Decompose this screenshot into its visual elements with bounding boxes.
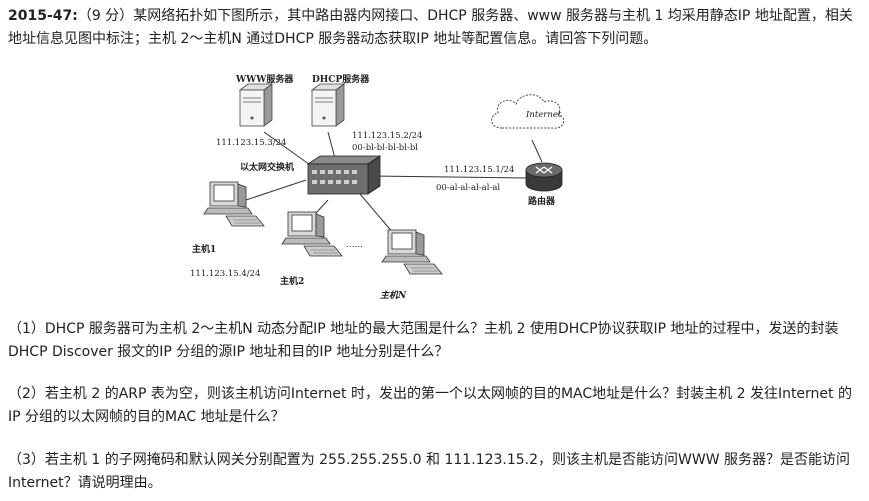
internet-cloud-icon (491, 94, 565, 129)
question-part-3: （3）若主机 1 的子网掩码和默认网关分别配置为 255.255.255.0 和… (8, 452, 850, 491)
link-switch-host1 (239, 179, 307, 203)
network-topology-diagram: WWW服务器 111.123.15.3/24 DHCP服务器 111.123.1… (190, 73, 565, 301)
host1-label: 主机1 (192, 243, 216, 255)
ethernet-switch-icon (306, 155, 382, 195)
router-mac: 00-al-al-al-al-al (436, 183, 500, 193)
dhcp-server-ip: 111.123.15.2/24 (352, 131, 422, 141)
question-intro: 2015-47:（9 分）某网络拓扑如下图所示，其中路由器内网接口、DHCP 服… (8, 5, 860, 51)
intro-text: （9 分）某网络拓扑如下图所示，其中路由器内网接口、DHCP 服务器、www 服… (8, 8, 853, 47)
hostn-pc-icon (381, 229, 443, 275)
link-switch-router (375, 175, 527, 179)
host2-pc-icon (281, 211, 343, 257)
question-part-2: （2）若主机 2 的ARP 表为空，则该主机访问Internet 时，发出的第一… (8, 386, 852, 425)
internet-label: Internet (525, 110, 562, 120)
host1-ip: 111.123.15.4/24 (190, 269, 260, 279)
router-ip: 111.123.15.1/24 (444, 165, 514, 175)
www-server-label: WWW服务器 (235, 73, 294, 85)
question-id: 2015-47: (8, 8, 78, 24)
dhcp-server-icon (311, 83, 345, 127)
router-icon (525, 162, 563, 192)
link-switch-hostn (359, 193, 395, 235)
question-part-1: （1）DHCP 服务器可为主机 2～主机N 动态分配IP 地址的最大范围是什么？… (8, 321, 839, 360)
switch-label: 以太网交换机 (240, 161, 294, 173)
router-label: 路由器 (528, 195, 556, 207)
www-server-icon (239, 83, 273, 127)
host1-pc-icon (203, 181, 265, 227)
link-router-internet (531, 139, 543, 163)
hosts-ellipsis: …… (346, 240, 363, 250)
www-server-ip: 111.123.15.3/24 (216, 138, 286, 148)
hostn-label: 主机N (380, 290, 407, 301)
dhcp-server-mac: 00-bl-bl-bl-bl-bl (352, 143, 418, 153)
dhcp-server-label: DHCP服务器 (312, 73, 370, 85)
host2-label: 主机2 (280, 275, 304, 287)
